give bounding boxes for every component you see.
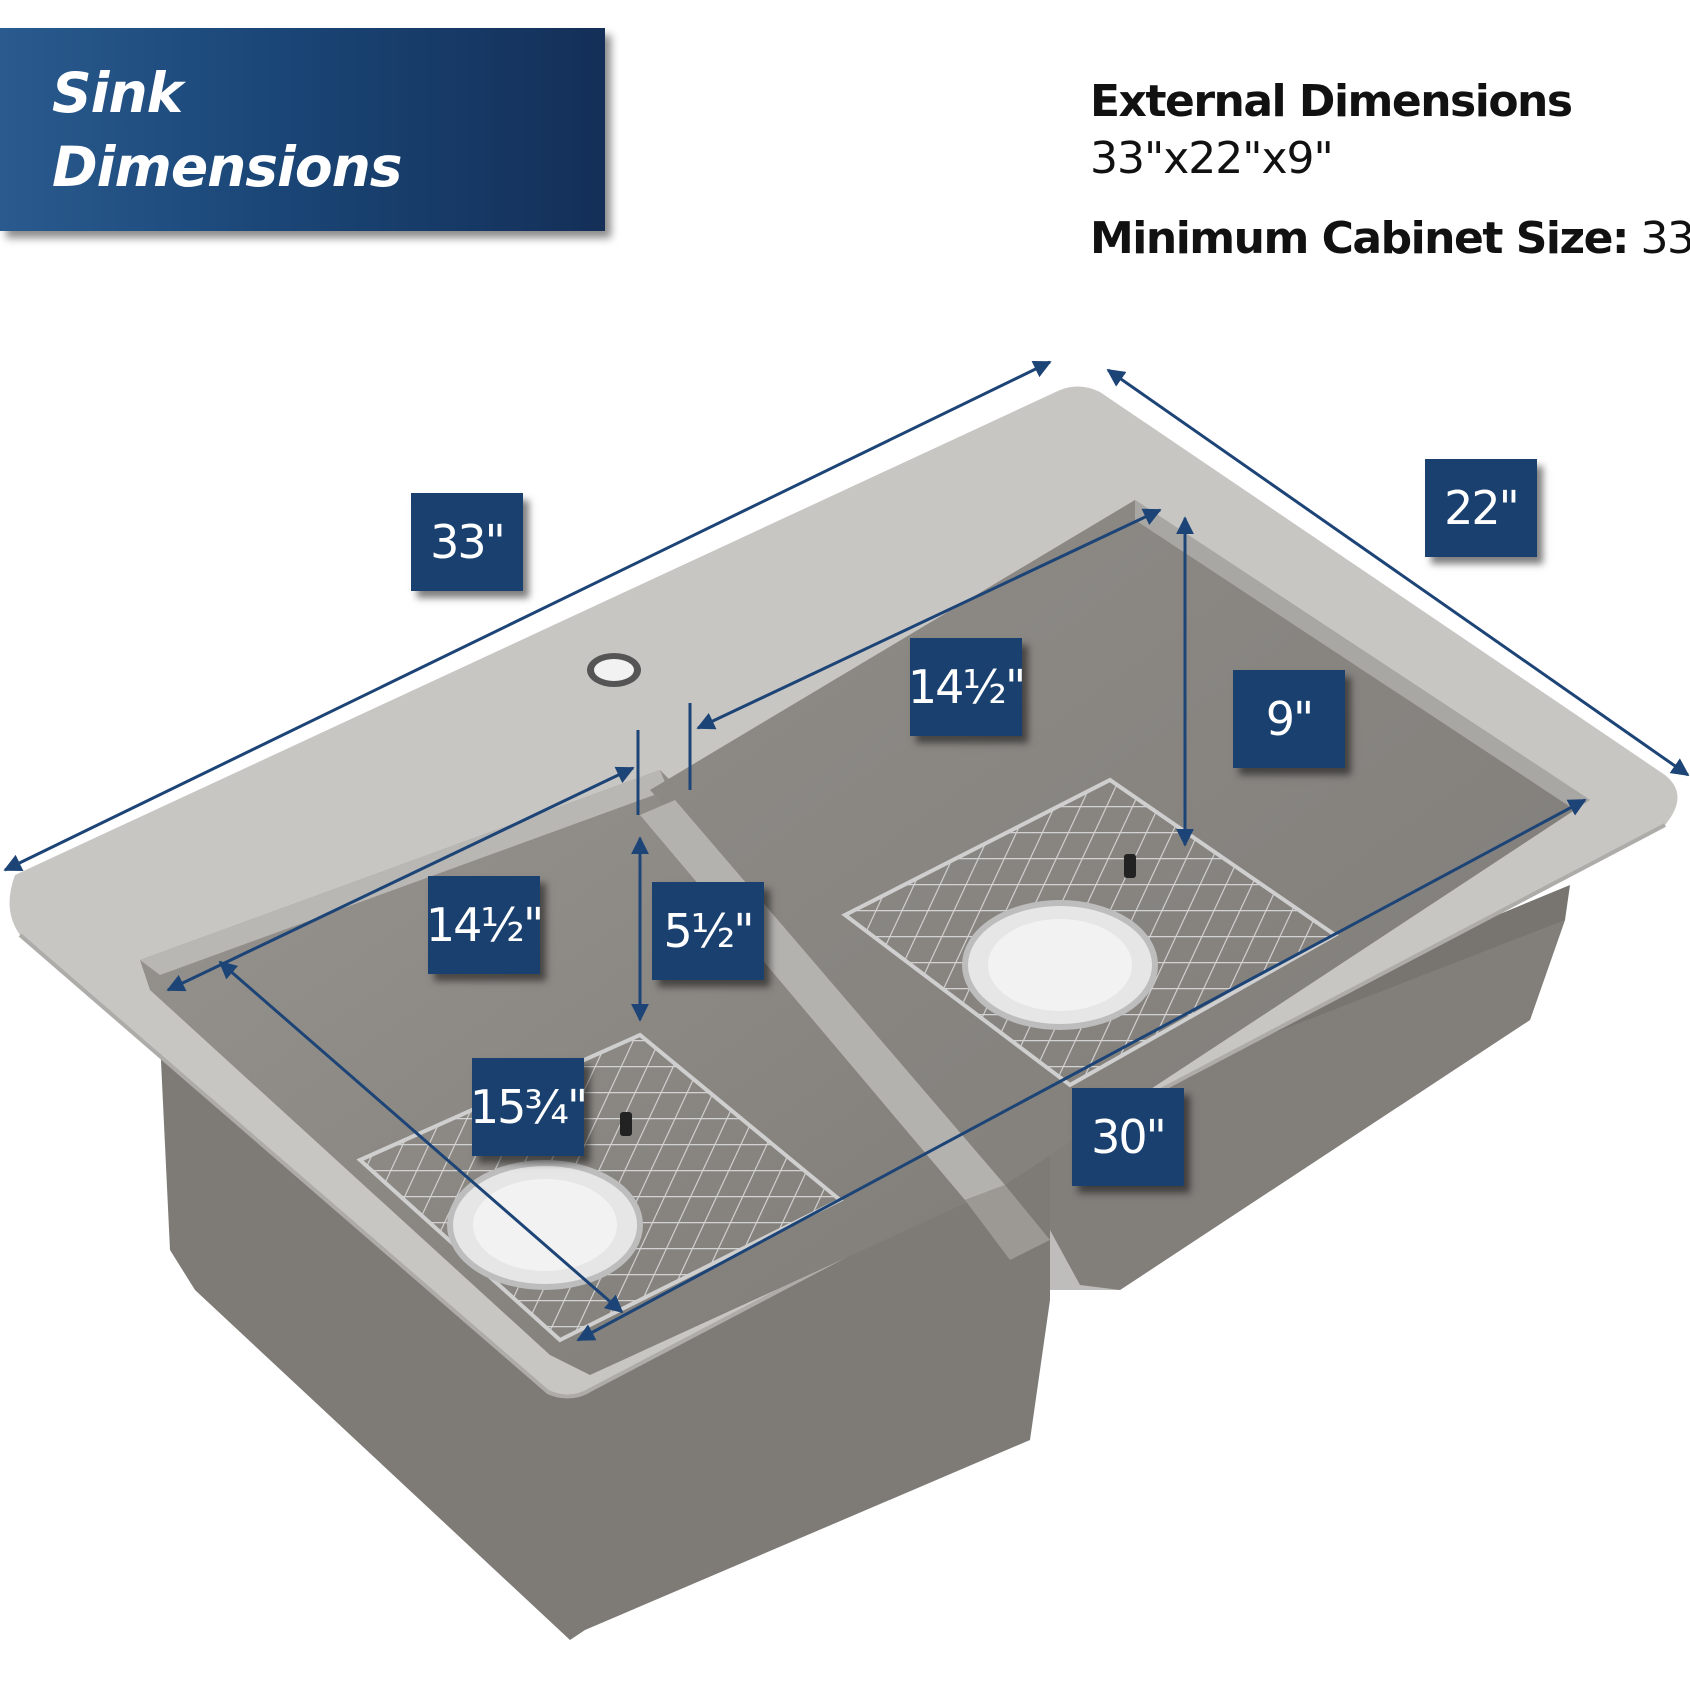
dimension-30: 30"	[1072, 1088, 1184, 1186]
title-banner: Sink Dimensions	[0, 28, 605, 231]
dimension-right-bowl-width: 14½"	[908, 638, 1026, 736]
arrow-15-three-quarter	[218, 960, 624, 1314]
cabinet-size-label: Minimum Cabinet Size:	[1090, 213, 1630, 264]
dimension-left-bowl-length: 15¾"	[470, 1058, 588, 1156]
arrow-right-14-half	[696, 508, 1162, 730]
dimension-left-bowl-width: 14½"	[426, 876, 544, 974]
cabinet-size: Minimum Cabinet Size: 33"	[1090, 213, 1690, 264]
dimension-33: 33"	[411, 493, 523, 591]
faucet-hole-icon	[587, 653, 641, 687]
dimension-arrows	[3, 360, 1690, 1342]
dimension-divider-depth: 5½"	[652, 882, 764, 980]
right-drain-icon	[962, 900, 1158, 1030]
external-dimensions-value: 33"x22"x9"	[1090, 133, 1334, 184]
banner-title-line2: Dimensions	[52, 135, 403, 199]
arrow-30	[576, 798, 1587, 1342]
arrow-left-14-half	[166, 766, 635, 992]
cabinet-size-value: 33"	[1640, 213, 1690, 264]
arrow-22	[1106, 368, 1690, 777]
right-clip-icon	[1124, 854, 1136, 878]
dimension-9: 9"	[1233, 670, 1345, 768]
left-clip-icon	[620, 1112, 632, 1136]
dimension-22: 22"	[1425, 459, 1537, 557]
left-drain-icon	[447, 1160, 643, 1290]
banner-title-line1: Sink	[52, 61, 183, 125]
external-dimensions-heading: External Dimensions	[1090, 76, 1573, 127]
